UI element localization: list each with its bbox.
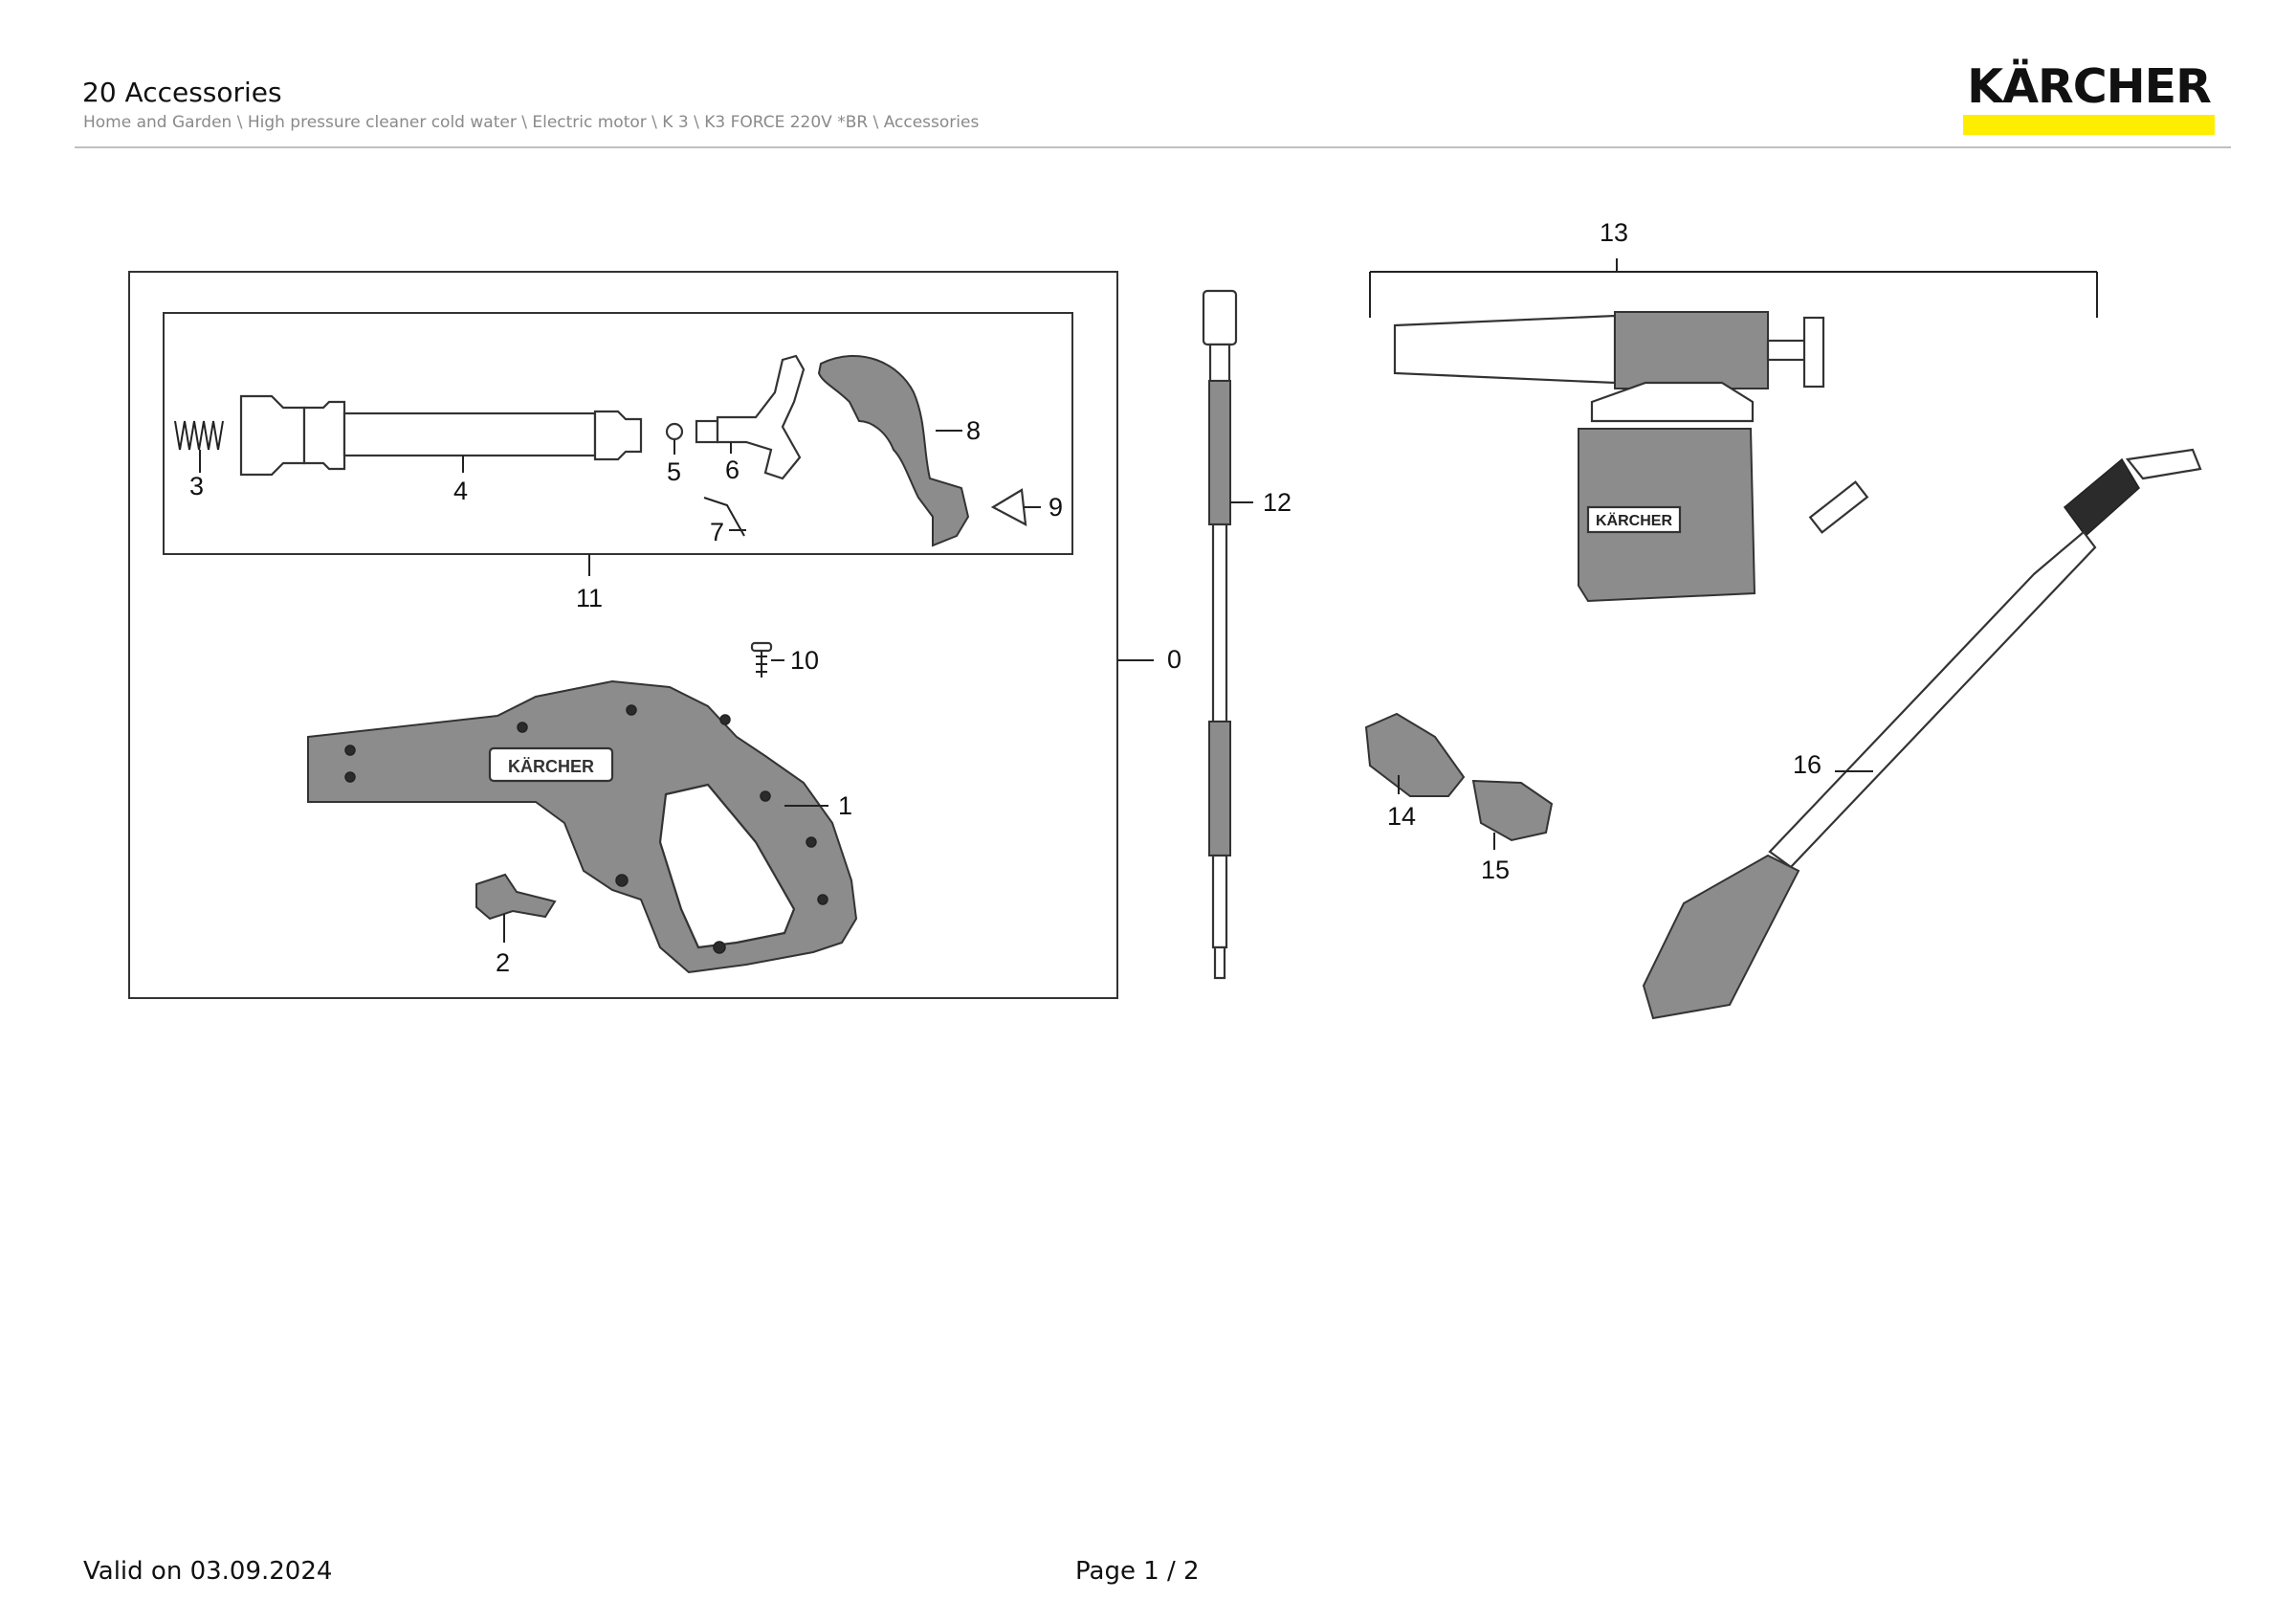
part-12-lance-drawing — [1202, 289, 1238, 980]
callout-13: 13 — [1600, 218, 1628, 247]
callout-2: 2 — [496, 948, 510, 977]
foam-nozzle-brand-label: KÄRCHER — [1596, 512, 1672, 529]
callout-5: 5 — [667, 457, 681, 486]
part-8-cover-drawing — [817, 355, 970, 547]
part-3-spring-drawing — [174, 420, 224, 451]
callout-15: 15 — [1481, 856, 1510, 884]
callout-11: 11 — [576, 584, 603, 612]
assembly-frame-outer — [128, 271, 1118, 999]
page-number: Page 1 / 2 — [1075, 1557, 1200, 1586]
leader-13-bracket — [1369, 258, 2098, 318]
callout-6: 6 — [725, 456, 740, 484]
breadcrumb: Home and Garden \ High pressure cleaner … — [83, 113, 980, 132]
part-9-seal-drawing — [990, 488, 1027, 526]
valid-date: Valid on 03.09.2024 — [83, 1557, 333, 1586]
part-13-foam-nozzle-drawing: KÄRCHER — [1393, 311, 1825, 603]
part-2-clip-drawing — [475, 873, 557, 921]
callout-14: 14 — [1387, 802, 1416, 831]
callout-8: 8 — [966, 416, 981, 445]
callout-3: 3 — [189, 472, 204, 500]
part-5-oring-drawing — [665, 422, 684, 441]
part-15-adapter-drawing — [1471, 779, 1554, 842]
part-10-screw-drawing — [750, 641, 773, 678]
part-14-coupling-drawing — [1364, 712, 1466, 797]
part-6-valve-drawing — [695, 354, 806, 480]
part-1-spray-gun-drawing: KÄRCHER — [307, 679, 858, 974]
callout-1: 1 — [838, 791, 852, 820]
callout-9: 9 — [1049, 493, 1063, 522]
page-title: 20 Accessories — [82, 77, 282, 108]
callout-10: 10 — [790, 646, 819, 675]
gun-brand-label: KÄRCHER — [508, 757, 594, 776]
callout-4: 4 — [453, 477, 468, 505]
callout-7: 7 — [710, 518, 724, 546]
callout-12: 12 — [1263, 488, 1292, 517]
part-4-tube-drawing — [239, 394, 643, 477]
assembly-frame-inner — [163, 312, 1073, 555]
part-7-pin-drawing — [703, 497, 745, 537]
part-16-angled-lance-drawing — [1642, 448, 2202, 1020]
callout-16: 16 — [1793, 750, 1821, 779]
logo-yellow-bar — [1963, 115, 2215, 135]
header-divider — [75, 146, 2231, 148]
callout-0: 0 — [1167, 645, 1181, 674]
karcher-logo: KÄRCHER — [1967, 59, 2212, 114]
